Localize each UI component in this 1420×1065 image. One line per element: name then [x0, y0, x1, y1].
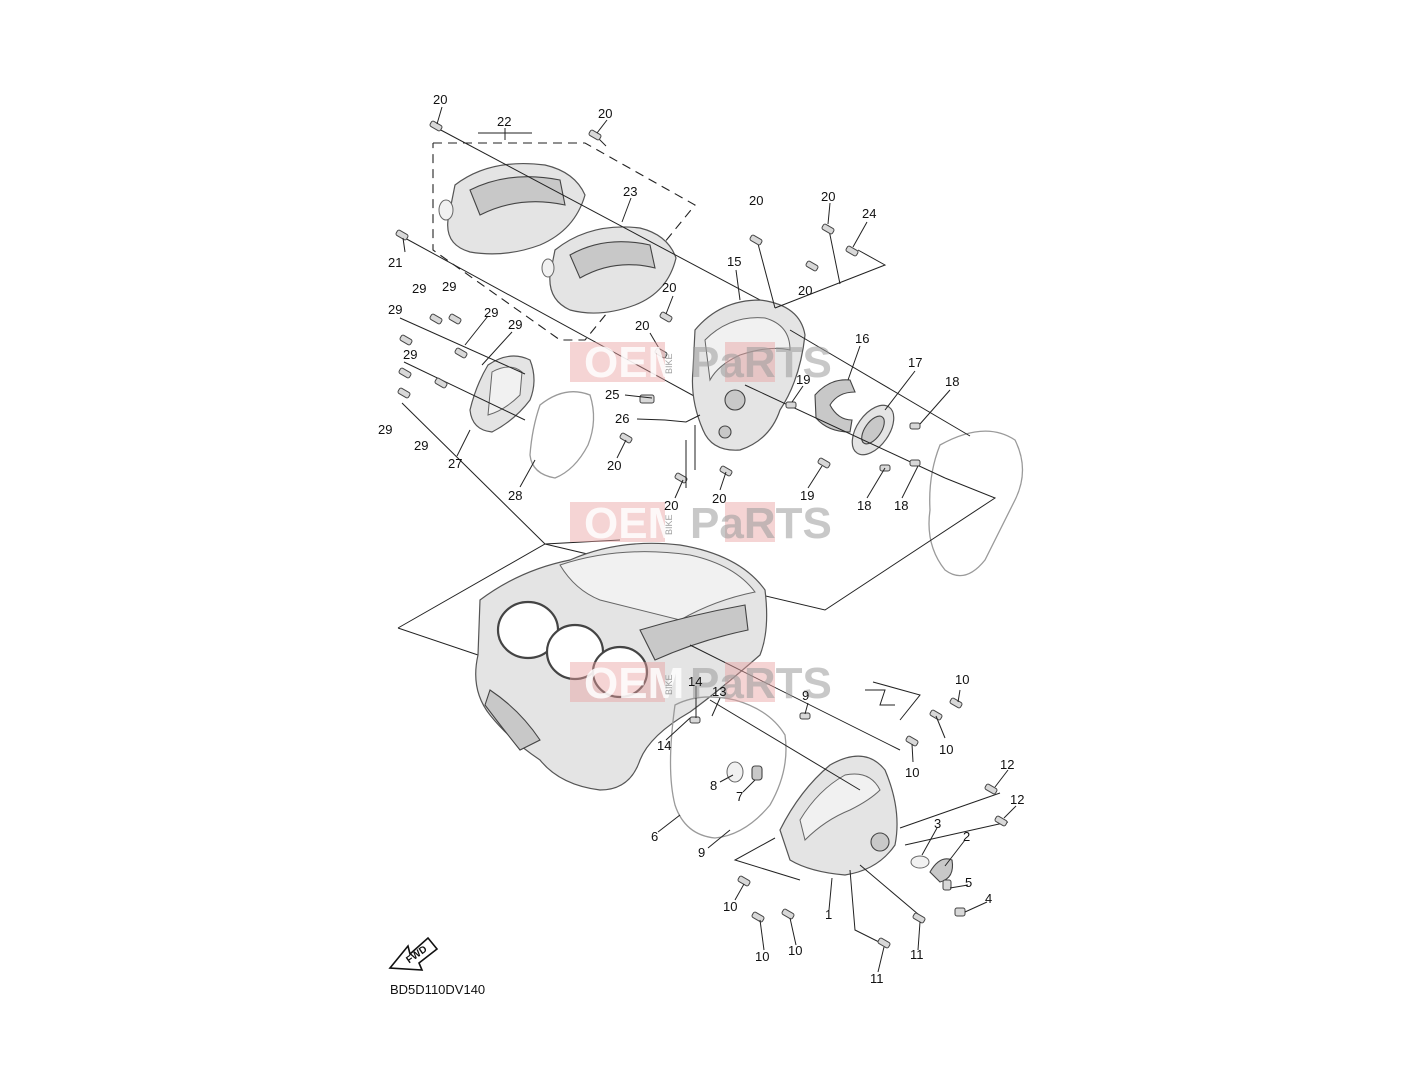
- callout[interactable]: 8: [710, 778, 717, 793]
- callout-leaders: [402, 106, 1017, 973]
- bolts: [395, 120, 1008, 949]
- callout[interactable]: 4: [985, 891, 992, 906]
- callout[interactable]: 11: [870, 971, 884, 986]
- callout[interactable]: 29: [508, 317, 522, 332]
- callout[interactable]: 16: [855, 331, 869, 346]
- callout[interactable]: 10: [905, 765, 919, 780]
- callout[interactable]: 19: [796, 372, 810, 387]
- callout[interactable]: 29: [414, 438, 428, 453]
- part-23-cover[interactable]: [549, 226, 677, 314]
- callout[interactable]: 18: [894, 498, 908, 513]
- callout[interactable]: 29: [412, 281, 426, 296]
- cover-set-group: [432, 142, 696, 341]
- svg-text:OEM: OEM: [584, 499, 684, 548]
- watermark: OEM PaRTS BIKE OEM PaRTS BIKE OEM PaRTS …: [570, 338, 832, 708]
- callout[interactable]: 20: [798, 283, 812, 298]
- part-2-plug[interactable]: [929, 858, 954, 883]
- svg-text:BIKE: BIKE: [664, 674, 674, 695]
- svg-text:BIKE: BIKE: [664, 353, 674, 374]
- callout[interactable]: 10: [723, 899, 737, 914]
- part-28-gasket[interactable]: [529, 391, 595, 479]
- callout[interactable]: 7: [736, 789, 743, 804]
- callout[interactable]: 9: [802, 688, 809, 703]
- callout[interactable]: 11: [910, 947, 924, 962]
- callout[interactable]: 22: [497, 114, 511, 129]
- callout[interactable]: 2: [963, 829, 970, 844]
- part-7-dowel[interactable]: [751, 765, 763, 781]
- svg-text:BIKE: BIKE: [664, 514, 674, 535]
- clutch-cover-group: [691, 299, 895, 456]
- callout[interactable]: 26: [615, 411, 629, 426]
- callout[interactable]: 20: [598, 106, 612, 121]
- crankcase-group: [397, 539, 768, 791]
- svg-text:OEM: OEM: [584, 338, 684, 387]
- callout[interactable]: 6: [651, 829, 658, 844]
- part-3-oring[interactable]: [910, 855, 930, 869]
- forward-arrow-icon: FWD: [388, 936, 439, 971]
- callout[interactable]: 20: [635, 318, 649, 333]
- callout[interactable]: 29: [403, 347, 417, 362]
- callout[interactable]: 21: [388, 255, 402, 270]
- part-8-oring[interactable]: [726, 761, 744, 783]
- callout[interactable]: 1: [825, 907, 832, 922]
- callout[interactable]: 20: [712, 491, 726, 506]
- callout[interactable]: 14: [657, 738, 671, 753]
- callout[interactable]: 12: [1000, 757, 1014, 772]
- left-cover-group: [469, 355, 595, 479]
- part-16-seal[interactable]: [814, 379, 856, 433]
- callout[interactable]: 12: [1010, 792, 1024, 807]
- callout[interactable]: 28: [508, 488, 522, 503]
- callout[interactable]: 20: [821, 189, 835, 204]
- callout[interactable]: 20: [749, 193, 763, 208]
- callout[interactable]: 20: [433, 92, 447, 107]
- crankcase-cover-gasket: [928, 430, 1024, 577]
- diagram-code: BD5D110DV140: [390, 982, 485, 997]
- callout[interactable]: 10: [755, 949, 769, 964]
- callout[interactable]: 10: [955, 672, 969, 687]
- callouts: 20 20 22 23 20 20 24 21 15 20 29 29 29 2…: [378, 92, 1024, 986]
- callout[interactable]: 5: [965, 875, 972, 890]
- svg-text:PaRTS: PaRTS: [690, 499, 832, 548]
- cylinder-bore-3: [591, 645, 649, 699]
- callout[interactable]: 25: [605, 387, 619, 402]
- callout[interactable]: 29: [388, 302, 402, 317]
- svg-text:PaRTS: PaRTS: [690, 659, 832, 708]
- callout[interactable]: 27: [448, 456, 462, 471]
- svg-text:PaRTS: PaRTS: [690, 338, 832, 387]
- callout[interactable]: 20: [607, 458, 621, 473]
- callout[interactable]: 29: [378, 422, 392, 437]
- callout[interactable]: 13: [712, 684, 726, 699]
- callout[interactable]: 20: [662, 280, 676, 295]
- callout[interactable]: 14: [688, 674, 702, 689]
- callout[interactable]: 24: [862, 206, 876, 221]
- callout[interactable]: 3: [934, 816, 941, 831]
- callout[interactable]: 29: [484, 305, 498, 320]
- svg-text:OEM: OEM: [584, 659, 684, 708]
- callout[interactable]: 10: [788, 943, 802, 958]
- part-6-gasket[interactable]: [669, 696, 787, 839]
- callout[interactable]: 19: [800, 488, 814, 503]
- generator-cover-group: [779, 755, 954, 883]
- callout[interactable]: 18: [857, 498, 871, 513]
- callout[interactable]: 15: [727, 254, 741, 269]
- callout[interactable]: 23: [623, 184, 637, 199]
- callout[interactable]: 10: [939, 742, 953, 757]
- callout[interactable]: 9: [698, 845, 705, 860]
- callout[interactable]: 20: [664, 498, 678, 513]
- callout[interactable]: 29: [442, 279, 456, 294]
- callout[interactable]: 18: [945, 374, 959, 389]
- callout[interactable]: 17: [908, 355, 922, 370]
